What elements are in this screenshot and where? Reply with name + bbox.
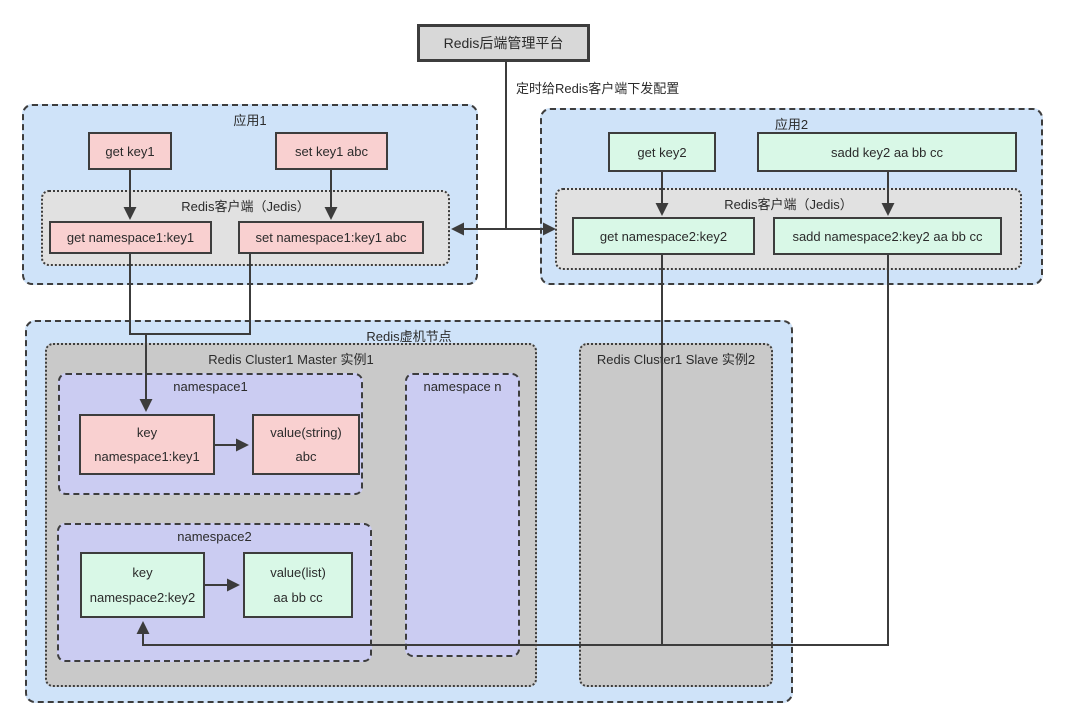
app2-get-namespace2-key2-node: get namespace2:key2: [572, 217, 755, 255]
app1-get-namespace1-key1-label: get namespace1:key1: [66, 230, 195, 245]
app2-sadd-namespace2-key2-node: sadd namespace2:key2 aa bb cc: [773, 217, 1002, 255]
app2-sadd-key2-label: sadd key2 aa bb cc: [830, 144, 944, 160]
app2-redis-client-title: Redis客户端（Jedis）: [724, 197, 853, 212]
app2-sadd-key2-node: sadd key2 aa bb cc: [757, 132, 1017, 172]
app1-set-key1-label: set key1 abc: [295, 143, 368, 159]
namespace2-title: namespace2: [177, 529, 252, 544]
management-platform-node: Redis后端管理平台: [417, 24, 590, 62]
namespace1-value-node: value(string) abc: [252, 414, 360, 475]
app2-get-namespace2-key2-label: get namespace2:key2: [599, 228, 728, 244]
app1-set-namespace1-key1-label: set namespace1:key1 abc: [255, 230, 407, 245]
namespace1-value-type: value(string): [270, 425, 342, 440]
app2-title: 应用2: [774, 117, 809, 132]
app2-sadd-namespace2-key2-label: sadd namespace2:key2 aa bb cc: [792, 228, 983, 244]
namespace-n-title: namespace n: [423, 379, 502, 394]
app1-get-namespace1-key1-node: get namespace1:key1: [49, 221, 212, 254]
namespace1-title: namespace1: [173, 379, 248, 394]
app1-redis-client-title: Redis客户端（Jedis）: [181, 199, 310, 214]
namespace1-value-content: abc: [295, 449, 317, 464]
app1-get-key1-node: get key1: [88, 132, 172, 170]
namespace2-key-name: namespace2:key2: [89, 590, 196, 606]
config-push-edge-label: 定时给Redis客户端下发配置: [516, 81, 680, 96]
app1-set-key1-node: set key1 abc: [275, 132, 388, 170]
namespace2-key-node: key namespace2:key2: [80, 552, 205, 618]
app2-get-key2-node: get key2: [608, 132, 716, 172]
app2-get-key2-label: get key2: [637, 144, 687, 160]
slave-instance-container: Redis Cluster1 Slave 实例2: [579, 343, 773, 687]
namespace2-value-node: value(list) aa bb cc: [243, 552, 353, 618]
master-instance-title: Redis Cluster1 Master 实例1: [208, 352, 374, 367]
app1-title: 应用1: [233, 113, 267, 128]
namespace-n-container: namespace n: [405, 373, 520, 657]
redis-vm-title: Redis虚机节点: [366, 329, 452, 344]
namespace1-key-node: key namespace1:key1: [79, 414, 215, 475]
management-platform-label: Redis后端管理平台: [443, 35, 564, 51]
namespace2-value-content: aa bb cc: [273, 590, 323, 606]
namespace2-value-type: value(list): [270, 564, 326, 580]
namespace2-key-type: key: [132, 564, 153, 580]
namespace1-key-name: namespace1:key1: [94, 449, 200, 464]
slave-instance-title: Redis Cluster1 Slave 实例2: [596, 352, 756, 367]
app1-get-key1-label: get key1: [105, 143, 155, 159]
namespace1-key-type: key: [136, 425, 158, 440]
app1-set-namespace1-key1-node: set namespace1:key1 abc: [238, 221, 424, 254]
